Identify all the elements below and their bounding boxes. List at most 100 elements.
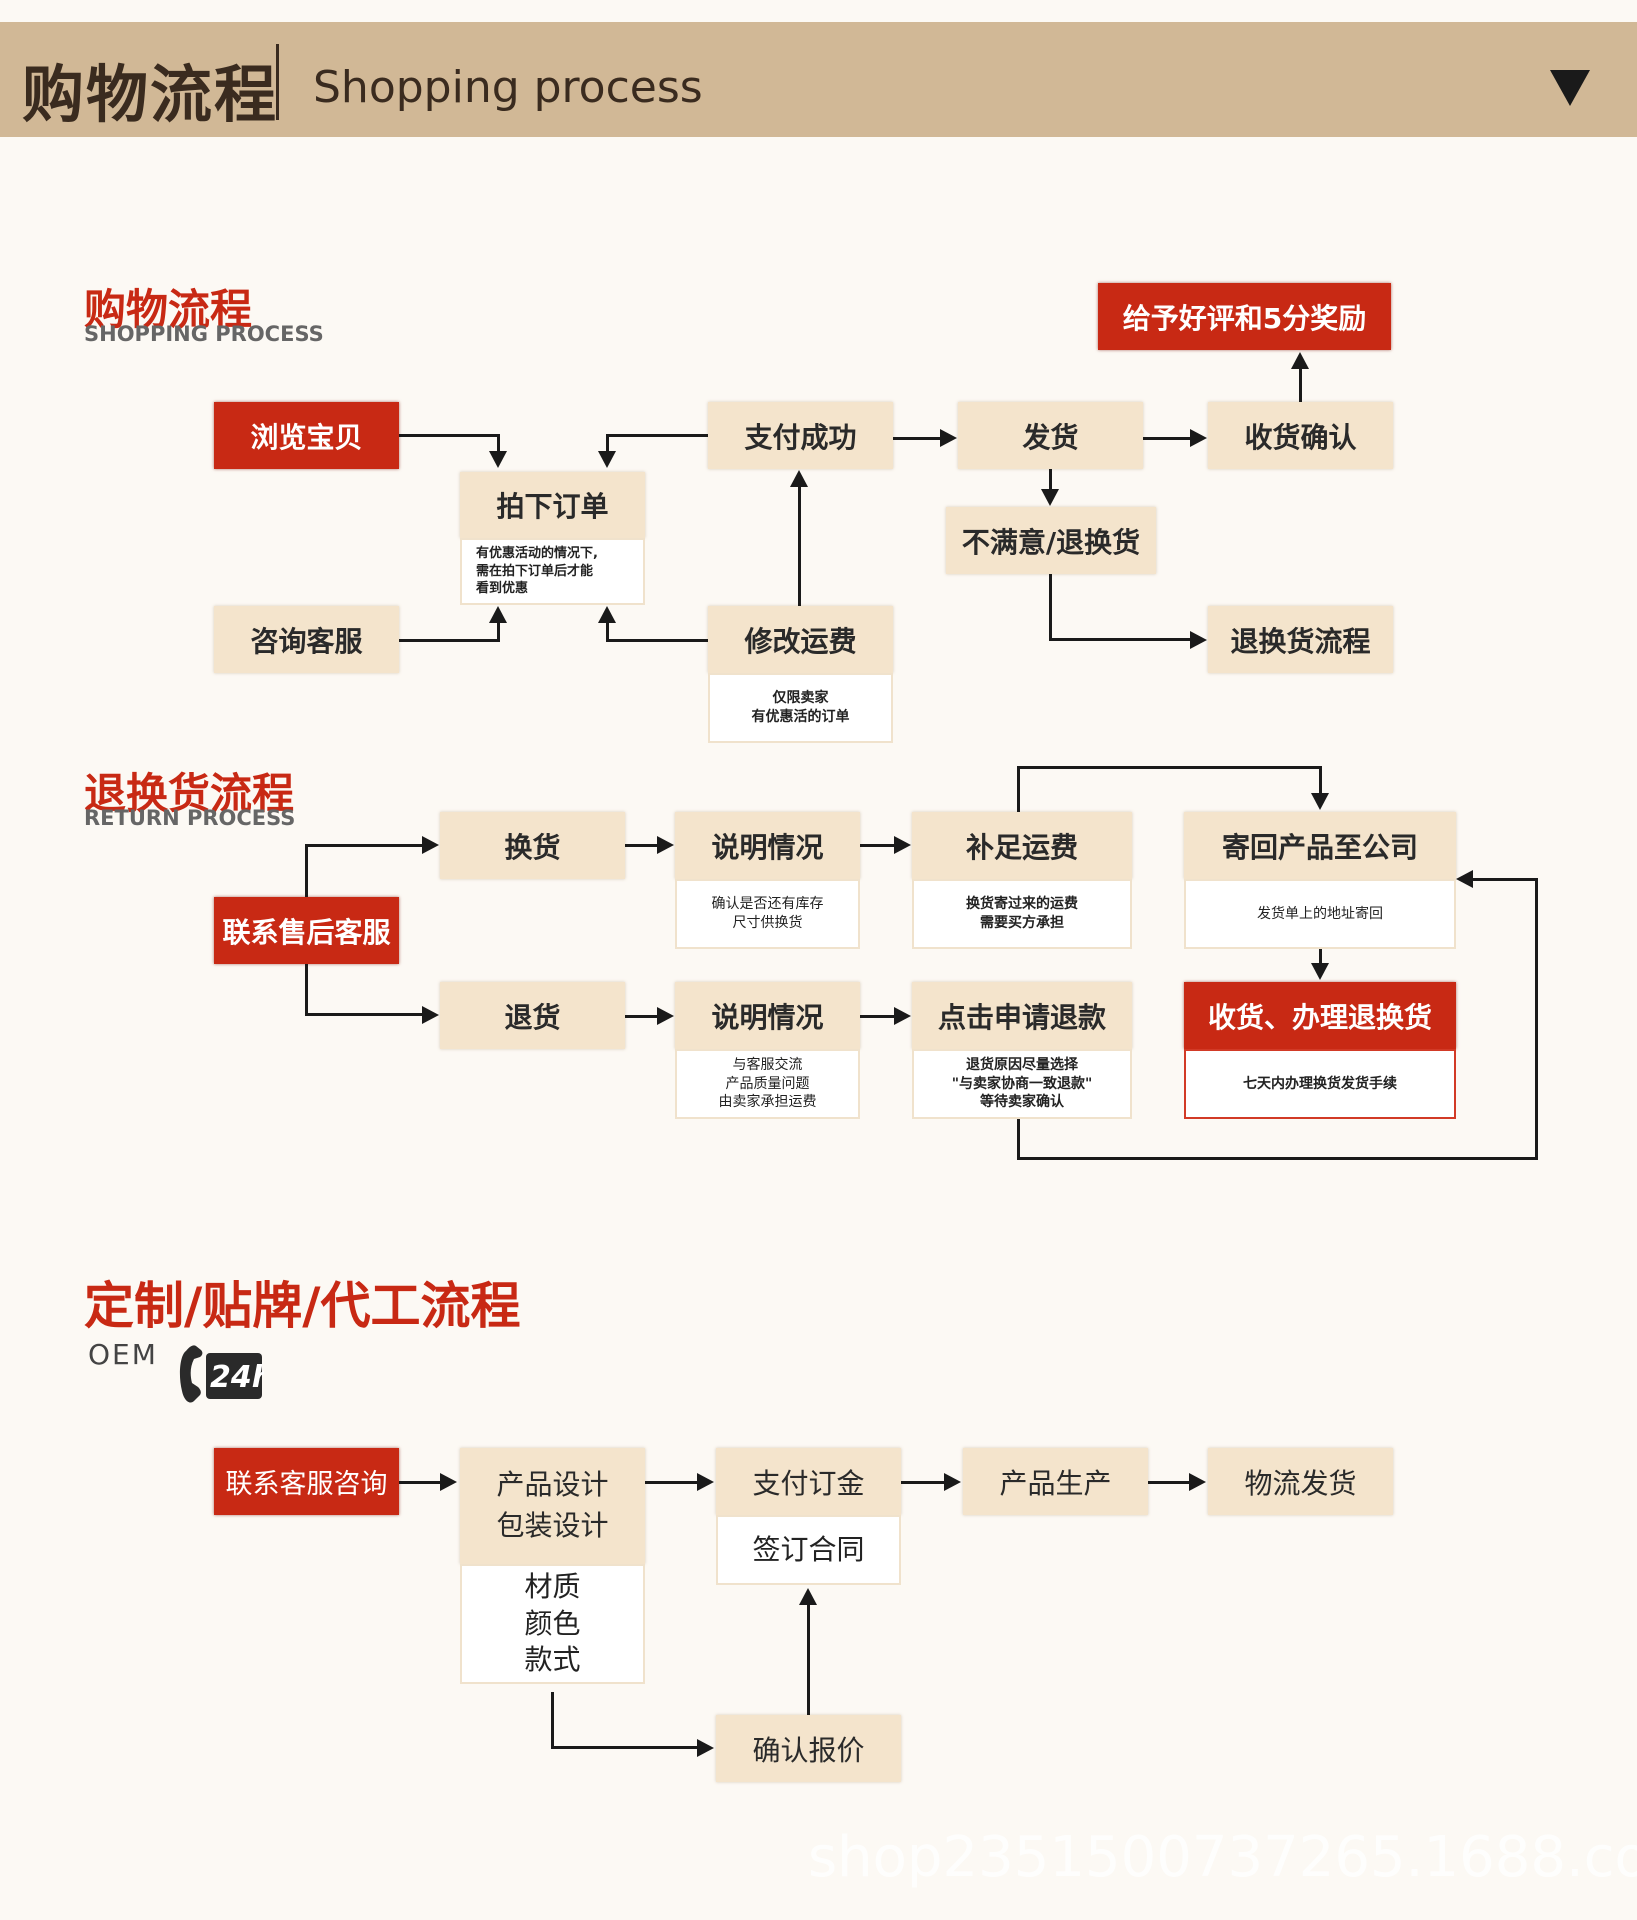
- oem-label: OEM: [88, 1338, 158, 1371]
- connector-line: [305, 1013, 423, 1016]
- arrow-down-icon: [598, 451, 616, 468]
- connector-line: [798, 486, 801, 606]
- arrow-right-icon: [697, 1473, 714, 1491]
- watermark-text: shop2351500737265.1688.com: [808, 1825, 1637, 1890]
- connector-line: [305, 844, 423, 847]
- arrow-down-icon: [489, 451, 507, 468]
- connector-line: [1299, 368, 1302, 402]
- shopping-section-subtitle: SHOPPING PROCESS: [84, 322, 324, 346]
- arrow-right-icon: [1190, 429, 1207, 447]
- arrow-right-icon: [944, 1473, 961, 1491]
- connector-line: [807, 1604, 810, 1715]
- return-section-subtitle: RETURN PROCESS: [84, 806, 296, 830]
- connector-line: [645, 1481, 698, 1484]
- connector-line: [305, 844, 308, 897]
- place-order-box: 拍下订单: [460, 472, 645, 538]
- connector-line: [399, 1481, 441, 1484]
- arrow-right-icon: [940, 429, 957, 447]
- contact-service-box: 联系客服咨询: [214, 1448, 399, 1515]
- phone-24h-icon: 24h: [179, 1345, 264, 1403]
- connector-line: [893, 437, 941, 440]
- modify-shipping-box: 修改运费: [708, 606, 893, 673]
- return-section-title: 退换货流程: [84, 769, 295, 818]
- place-order-note: 有优惠活动的情况下, 需在拍下订单后才能 看到优惠: [460, 538, 645, 605]
- arrow-right-icon: [1189, 1473, 1206, 1491]
- unsatisfied-return-box: 不满意/退换货: [946, 507, 1156, 574]
- connector-line: [1017, 766, 1321, 769]
- arrow-right-icon: [422, 1006, 439, 1024]
- explain-situation-note-2: 与客服交流 产品质量问题 由卖家承担运费: [675, 1049, 860, 1119]
- arrow-right-icon: [894, 836, 911, 854]
- connector-line: [1049, 574, 1052, 640]
- connector-line: [606, 434, 609, 452]
- pay-deposit-box: 支付订金: [716, 1448, 901, 1515]
- payment-success-box: 支付成功: [708, 402, 893, 469]
- header-title-zh: 购物流程: [22, 58, 279, 131]
- connector-line: [497, 434, 500, 452]
- add-shipping-fee-box: 补足运费: [912, 812, 1132, 879]
- connector-line: [551, 1746, 698, 1749]
- apply-refund-note: 退货原因尽量选择 "与卖家协商一致退款" 等待卖家确认: [912, 1049, 1132, 1119]
- contact-aftersales-box: 联系售后客服: [214, 897, 399, 964]
- connector-line: [1017, 1119, 1020, 1159]
- connector-line: [1148, 1481, 1190, 1484]
- product-design-box: 产品设计 包装设计: [460, 1448, 645, 1564]
- send-back-box: 寄回产品至公司: [1184, 812, 1456, 879]
- production-box: 产品生产: [963, 1448, 1148, 1515]
- connector-line: [625, 844, 658, 847]
- arrow-up-icon: [489, 606, 507, 623]
- arrow-down-icon: [1041, 489, 1059, 506]
- arrow-down-icon: [1311, 963, 1329, 980]
- arrow-up-icon: [799, 1588, 817, 1605]
- arrow-right-icon: [440, 1473, 457, 1491]
- connector-line: [399, 434, 499, 437]
- connector-line: [625, 1015, 658, 1018]
- explain-situation-box-2: 说明情况: [675, 982, 860, 1049]
- connector-line: [1472, 878, 1538, 881]
- sign-contract-box: 签订合同: [716, 1515, 901, 1585]
- arrow-right-icon: [422, 836, 439, 854]
- connector-line: [305, 964, 308, 1015]
- arrow-right-icon: [697, 1739, 714, 1757]
- connector-line: [497, 622, 500, 642]
- logistics-box: 物流发货: [1208, 1448, 1393, 1515]
- connector-line: [860, 1015, 895, 1018]
- arrow-up-icon: [1291, 352, 1309, 369]
- connector-line: [1143, 437, 1191, 440]
- connector-line: [551, 1692, 554, 1749]
- oem-section-title: 定制/贴牌/代工流程: [84, 1277, 521, 1335]
- handle-return-note: 七天内办理换货发货手续: [1184, 1049, 1456, 1119]
- modify-shipping-note: 仅限卖家 有优惠活的订单: [708, 673, 893, 743]
- shopping-section-title: 购物流程: [84, 285, 253, 334]
- arrow-down-icon: [1311, 793, 1329, 810]
- consult-service-box: 咨询客服: [214, 606, 399, 673]
- header-divider: [276, 44, 279, 120]
- header-bar: 购物流程 Shopping process: [0, 22, 1637, 137]
- arrow-right-icon: [657, 1007, 674, 1025]
- connector-line: [399, 639, 499, 642]
- confirm-quote-box: 确认报价: [716, 1715, 901, 1782]
- collapse-triangle-icon[interactable]: [1550, 70, 1590, 106]
- connector-line: [1017, 766, 1020, 812]
- connector-line: [1017, 1157, 1538, 1160]
- header-title-en: Shopping process: [313, 62, 703, 113]
- exchange-box: 换货: [440, 812, 625, 879]
- explain-situation-box-1: 说明情况: [675, 812, 860, 879]
- connector-line: [860, 844, 895, 847]
- refund-box: 退货: [440, 982, 625, 1049]
- connector-line: [1319, 766, 1322, 794]
- arrow-right-icon: [894, 1007, 911, 1025]
- product-design-note: 材质 颜色 款式: [460, 1564, 645, 1684]
- apply-refund-box: 点击申请退款: [912, 982, 1132, 1049]
- good-review-box: 给予好评和5分奖励: [1098, 283, 1391, 350]
- send-back-note: 发货单上的地址寄回: [1184, 879, 1456, 949]
- arrow-up-icon: [598, 606, 616, 623]
- svg-text:24h: 24h: [210, 1360, 264, 1395]
- connector-line: [901, 1481, 945, 1484]
- connector-line: [606, 639, 708, 642]
- connector-line: [1049, 638, 1191, 641]
- arrow-up-icon: [790, 470, 808, 487]
- connector-line: [1049, 469, 1052, 489]
- confirm-receipt-box: 收货确认: [1208, 402, 1393, 469]
- arrow-right-icon: [657, 836, 674, 854]
